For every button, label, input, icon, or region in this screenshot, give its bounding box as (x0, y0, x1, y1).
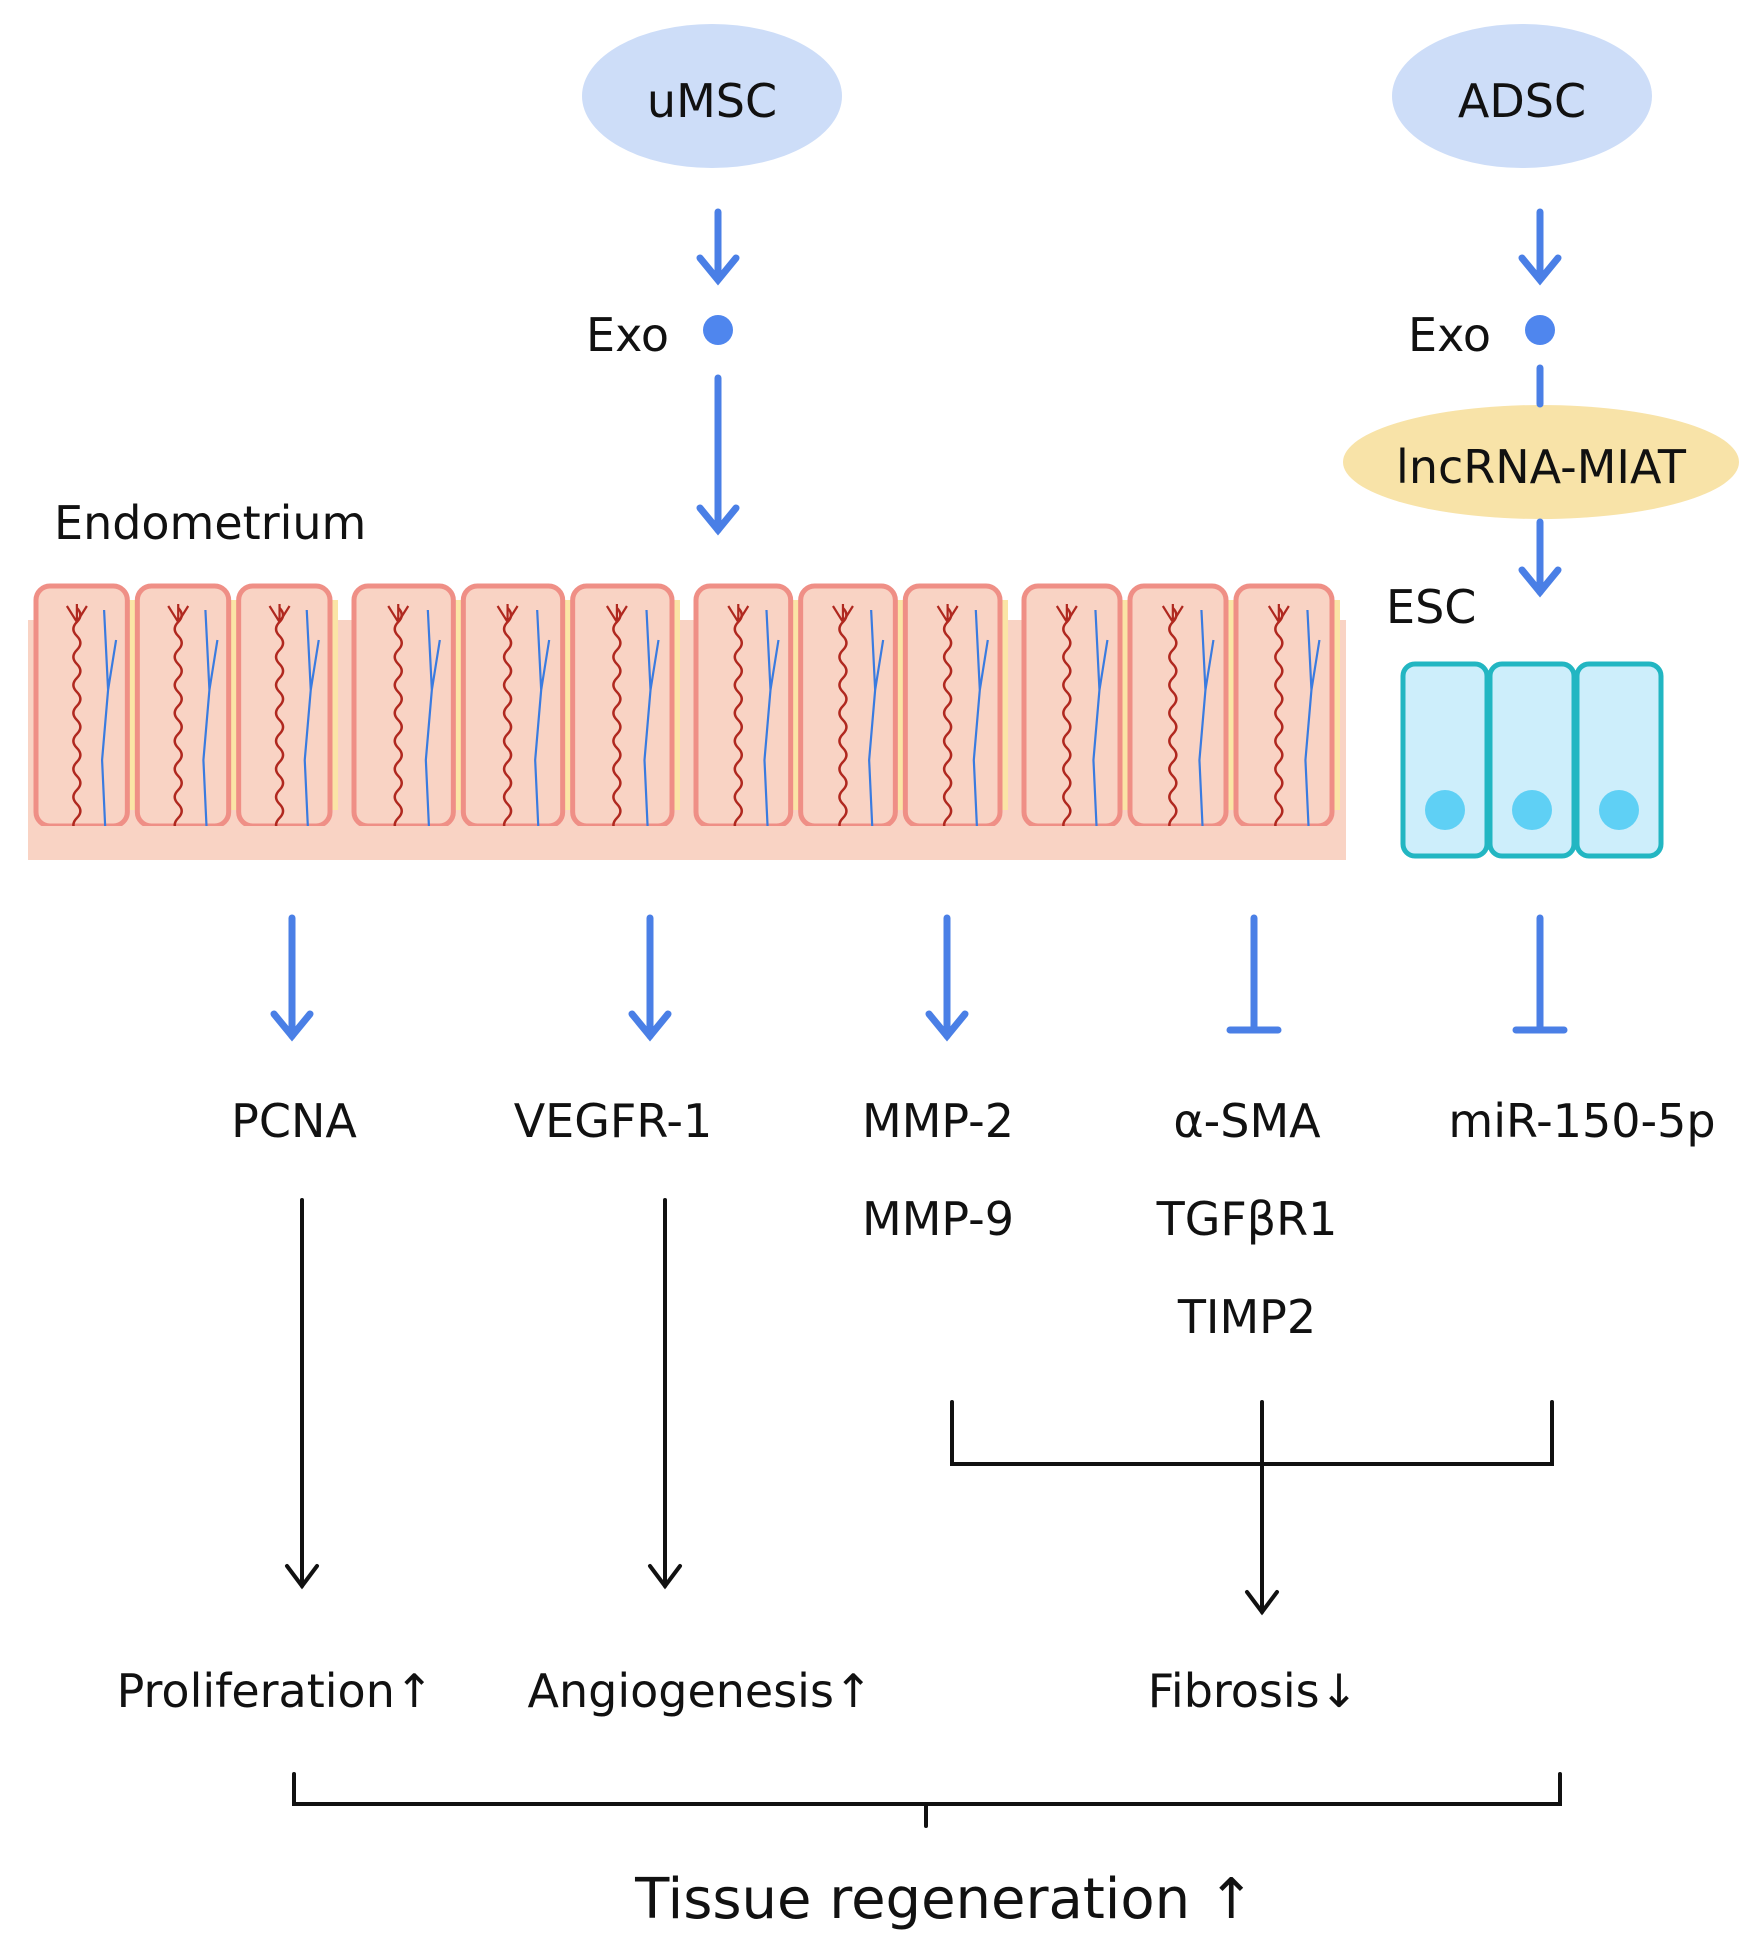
tissue-vessel-red (612, 607, 622, 847)
tissue-vessel-red (274, 607, 285, 847)
tissue-villus (460, 583, 566, 829)
umsc-label: uMSC (646, 74, 778, 128)
exo-left-label: Exo (586, 308, 670, 362)
asma-inhibition-bar-icon (1226, 914, 1282, 1034)
mir-label: miR-150-5p (1448, 1094, 1716, 1148)
tissue-vessel-blue (763, 609, 780, 847)
tissue-bottom (28, 826, 1346, 860)
tissue-vessel-branch (1267, 604, 1290, 623)
vegfr1-to-angiogenesis-arrow (648, 1198, 682, 1590)
vegfr1-label: VEGFR-1 (513, 1094, 713, 1148)
lncrna-label: lncRNA-MIAT (1396, 440, 1686, 494)
lncrna-ellipse (1343, 405, 1739, 519)
tissue-vessel-blue (303, 609, 320, 847)
exo-dot-left-icon (703, 315, 733, 345)
tissue-vessel-branch (1055, 604, 1078, 623)
tissue-vessel-branch (605, 604, 628, 623)
tissue-vessel-red (72, 607, 82, 847)
tissue-vessel-branch (496, 604, 519, 623)
esc-cells-icon (1400, 661, 1664, 859)
tissue-vessel-red (1168, 607, 1178, 847)
tissue-vessel-blue (1198, 609, 1215, 847)
timp2-label: TIMP2 (1177, 1290, 1317, 1344)
tissue-vessel-blue (202, 609, 219, 847)
mmp9-label: MMP-9 (862, 1192, 1014, 1246)
exo-dot-right-icon (1525, 315, 1555, 345)
esc-label: ESC (1386, 580, 1477, 634)
tissue-vessel-red (942, 607, 953, 847)
tissue-vessel-red (838, 607, 848, 847)
exo-to-endometrium-arrow (696, 374, 740, 536)
umsc-ellipse (582, 24, 842, 168)
tissue-villus (33, 583, 130, 829)
tissue-villus (902, 583, 1003, 829)
tissue-vessel-branch (65, 604, 88, 623)
tissue-vessel-blue (424, 609, 441, 847)
tissue-vessel-branch (832, 604, 854, 623)
umsc-to-exo-arrow (696, 208, 740, 286)
esc-cell (1400, 661, 1490, 859)
mmp-activation-arrow (925, 914, 969, 1042)
fibrosis-label: Fibrosis↓ (1147, 1664, 1359, 1718)
endometrium-tissue-icon (28, 583, 1346, 860)
tissue-villus (236, 583, 333, 829)
tissue-vessel-blue (643, 609, 660, 847)
tissue-vessel-red (733, 607, 743, 847)
adsc-to-exo-arrow (1518, 208, 1562, 286)
tissue-regeneration-label: Tissue regeneration ↑ (635, 1867, 1255, 1932)
tissue-villus (1233, 583, 1335, 829)
tissue-vessel-branch (268, 604, 291, 623)
tissue-vessel-blue (1304, 609, 1321, 847)
tissue-vessel-blue (972, 609, 989, 847)
pcna-label: PCNA (231, 1094, 357, 1148)
tissue-vessel-red (502, 607, 513, 847)
tissue-vessel-red (393, 607, 403, 847)
esc-cell (1487, 661, 1577, 859)
tissue-vessel-blue (868, 609, 885, 847)
tissue-vessel-branch (167, 604, 190, 623)
regeneration-brace (292, 1772, 1562, 1828)
pcna-activation-arrow (270, 914, 314, 1042)
tissue-vessel-red (173, 607, 183, 847)
tissue-vessel-branch (387, 604, 410, 623)
tissue-villus (693, 583, 794, 829)
tissue-villus (570, 583, 675, 829)
esc-nucleus (1425, 790, 1465, 830)
tissue-vessel-blue (100, 609, 118, 847)
mmp2-label: MMP-2 (862, 1094, 1014, 1148)
esc-nucleus (1599, 790, 1639, 830)
fibrosis-bracket (950, 1400, 1554, 1466)
exo-right-label: Exo (1408, 308, 1492, 362)
tissue-vessel-red (1274, 607, 1284, 847)
esc-cell (1574, 661, 1664, 859)
tissue-vessel-branch (936, 604, 959, 623)
esc-nucleus (1512, 790, 1552, 830)
mir-inhibition-bar-icon (1512, 914, 1568, 1034)
angiogenesis-label: Angiogenesis↑ (527, 1664, 873, 1718)
vegfr1-activation-arrow (628, 914, 672, 1042)
endometrium-label: Endometrium (54, 496, 367, 550)
proliferation-label: Proliferation↑ (116, 1664, 434, 1718)
tissue-vessel-red (1062, 607, 1072, 847)
adsc-label: ADSC (1457, 74, 1587, 128)
asma-label: α-SMA (1173, 1094, 1321, 1148)
tissue-villus (798, 583, 898, 829)
tissue-vessel-branch (1161, 604, 1184, 623)
pcna-to-proliferation-arrow (285, 1198, 319, 1590)
tgfbr1-label: TGFβR1 (1156, 1192, 1338, 1246)
tissue-villus (1021, 583, 1123, 829)
bracket-to-fibrosis-arrow (1245, 1400, 1279, 1616)
tissue-vessel-branch (727, 604, 750, 623)
tissue-villus (134, 583, 232, 829)
tissue-villus (351, 583, 456, 829)
lncrna-to-esc-arrow (1518, 518, 1562, 598)
adsc-ellipse (1392, 24, 1652, 168)
tissue-vessel-blue (1092, 609, 1109, 847)
tissue-vessel-blue (534, 609, 551, 847)
tissue-villus (1127, 583, 1229, 829)
